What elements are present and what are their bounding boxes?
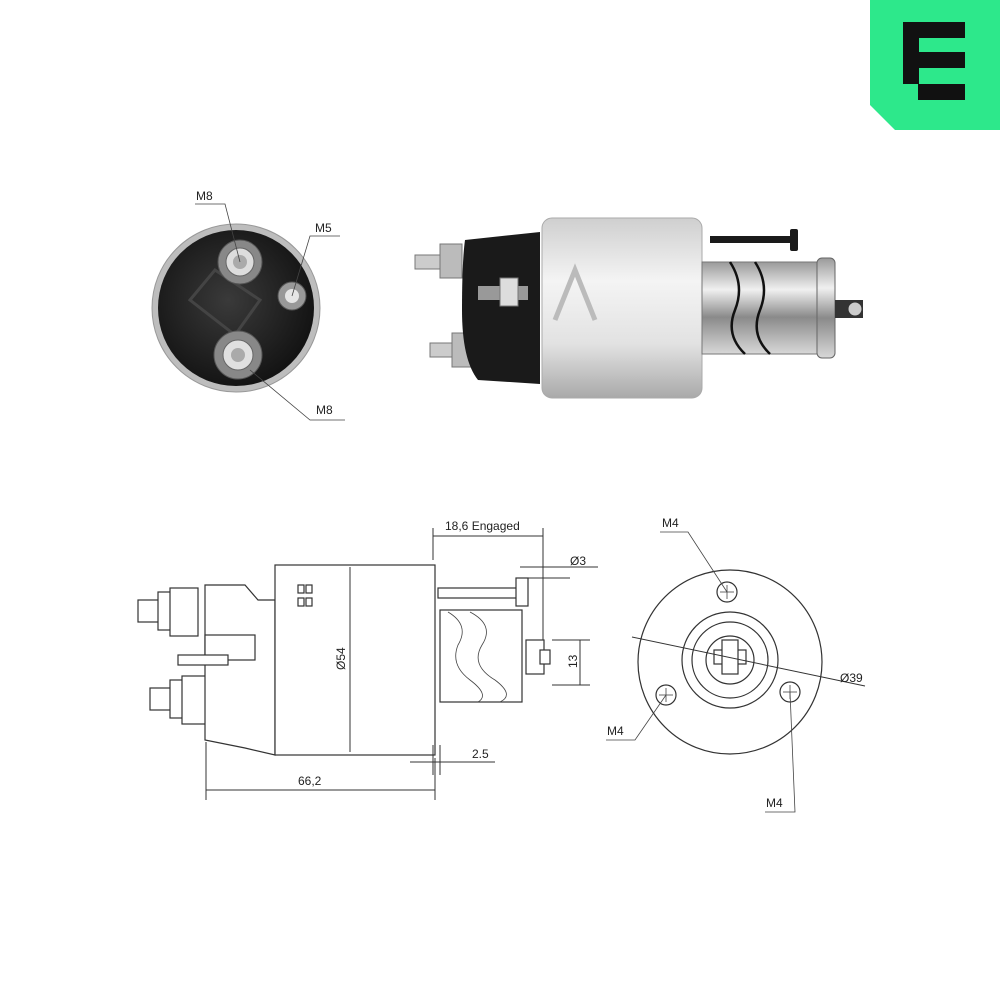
label-m4-right: M4 xyxy=(766,796,783,810)
label-m8-top: M8 xyxy=(196,189,213,203)
dim-height-13: 13 xyxy=(566,654,580,668)
dim-length: 66,2 xyxy=(298,774,322,788)
side-view-photo xyxy=(414,217,863,399)
label-m4-left: M4 xyxy=(607,724,624,738)
side-view-drawing: 18,6 Engaged Ø3 Ø54 13 2.5 66,2 xyxy=(137,519,598,800)
front-view-drawing: M4 M4 M4 Ø39 xyxy=(606,516,866,813)
label-m4-top: M4 xyxy=(662,516,679,530)
label-m8-bottom: M8 xyxy=(316,403,333,417)
dim-gap: 2.5 xyxy=(472,747,489,761)
dim-body-diameter: Ø54 xyxy=(334,647,348,670)
brand-logo: E xyxy=(870,0,1000,130)
dim-engaged: 18,6 Engaged xyxy=(445,519,520,533)
end-view-photo: M8 M5 M8 xyxy=(151,189,345,421)
label-bolt-circle: Ø39 xyxy=(840,671,863,685)
dim-plunger-diameter: Ø3 xyxy=(570,554,586,568)
label-m5: M5 xyxy=(315,221,332,235)
